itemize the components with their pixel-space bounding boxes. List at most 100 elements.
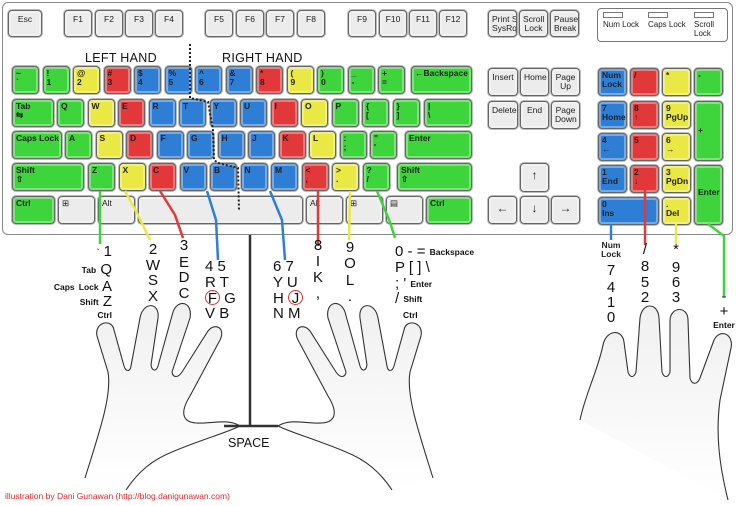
key-n[interactable]: N [240,163,268,191]
key-w[interactable]: W [87,99,115,127]
key-x[interactable]: X [118,163,146,191]
key-symbol[interactable]: ↑ [520,163,549,192]
key-alt[interactable]: Alt [98,196,135,224]
key-j[interactable]: J [248,131,275,159]
key-f1[interactable]: F1 [64,10,92,37]
key-h[interactable]: H [217,131,245,159]
key-3[interactable]: #3 [103,66,131,94]
key-backspace[interactable]: ←Backspace [411,66,472,94]
key-enter[interactable]: Enter [694,165,723,225]
key-f5[interactable]: F5 [205,10,233,37]
key-s[interactable]: S [95,131,123,159]
key-delete[interactable]: Delete [488,101,518,129]
key-o[interactable]: O [301,99,328,127]
key-f[interactable]: F [156,131,184,159]
key-f2[interactable]: F2 [95,10,123,37]
key-p[interactable]: P [331,99,359,127]
key-caps-lock[interactable]: Caps Lock [12,131,62,159]
key-symbol[interactable]: ~` [12,66,39,94]
key-4[interactable]: $4 [134,66,161,94]
key-shift[interactable]: Shift⇧ [12,163,84,191]
key-symbol[interactable]: ↓ [520,196,549,224]
key-home[interactable]: Home [520,68,549,96]
key-q[interactable]: Q [57,99,84,127]
key-g[interactable]: G [187,131,214,159]
key-symbol[interactable]: + [694,101,723,161]
key-f8[interactable]: F8 [297,10,325,37]
key-k[interactable]: K [278,131,306,159]
key-shift[interactable]: Shift⇧ [397,163,472,191]
key-symbol[interactable]: → [551,196,580,224]
key-r[interactable]: R [148,99,176,127]
key-symbol[interactable]: |\ [424,99,472,127]
key-enter[interactable]: Enter [405,131,472,159]
key-4[interactable]: 4← [598,133,627,161]
key-2[interactable]: 2↓ [630,165,659,193]
key-d[interactable]: D [126,131,153,159]
key-symbol[interactable]: >. [332,163,359,191]
key-a[interactable]: A [65,131,92,159]
key-symbol[interactable]: ⊞ [346,196,383,224]
key-f4[interactable]: F4 [155,10,183,37]
key-space[interactable] [138,196,303,224]
key-f10[interactable]: F10 [379,10,407,37]
key-t[interactable]: T [179,99,206,127]
key-symbol[interactable]: {[ [362,99,389,127]
key-v[interactable]: V [179,163,207,191]
key-print-screen-sysrq[interactable]: Print ScreenSysRq [488,10,517,37]
key-c[interactable]: C [149,163,176,191]
key-f11[interactable]: F11 [409,10,437,37]
key-symbol[interactable]: <, [301,163,329,191]
key-ctrl[interactable]: Ctrl [12,196,55,224]
key-e[interactable]: E [118,99,145,127]
key-del[interactable]: .Del [662,197,691,225]
key-symbol[interactable]: }] [392,99,420,127]
key-1[interactable]: !1 [42,66,70,94]
key-l[interactable]: L [309,131,336,159]
key-m[interactable]: M [271,163,298,191]
key-7[interactable]: &7 [225,66,253,94]
key-symbol[interactable]: ▤ [386,196,423,224]
key-symbol[interactable]: "' [370,131,397,159]
key-b[interactable]: B [210,163,237,191]
key-6[interactable]: 6→ [662,133,691,161]
key-symbol[interactable]: _- [347,66,375,94]
key-y[interactable]: Y [209,99,237,127]
key-8[interactable]: 8↑ [630,101,659,129]
key-8[interactable]: *8 [256,66,283,94]
key-symbol[interactable]: ← [488,196,517,224]
key-f3[interactable]: F3 [125,10,153,37]
key-f7[interactable]: F7 [266,10,294,37]
key-symbol[interactable]: / [630,68,659,96]
key-alt[interactable]: Alt [306,196,343,224]
key-ctrl[interactable]: Ctrl [426,196,472,224]
key-end[interactable]: End [520,101,549,129]
key-6[interactable]: ^6 [195,66,222,94]
key-tab[interactable]: Tab⇆ [12,99,54,127]
key-esc[interactable]: Esc [8,10,42,37]
key-5[interactable]: %5 [164,66,192,94]
key-z[interactable]: Z [88,163,115,191]
key-symbol[interactable]: :; [339,131,367,159]
key-f9[interactable]: F9 [348,10,376,37]
key-symbol[interactable]: * [662,68,691,96]
key-f12[interactable]: F12 [439,10,467,37]
key-0[interactable]: )0 [317,66,344,94]
key-symbol[interactable]: ⊞ [58,196,95,224]
key-i[interactable]: I [270,99,298,127]
key-symbol[interactable]: += [378,66,405,94]
key-9[interactable]: (9 [286,66,314,94]
key-f6[interactable]: F6 [236,10,264,37]
key-insert[interactable]: Insert [488,68,518,96]
key-2[interactable]: @2 [73,66,100,94]
